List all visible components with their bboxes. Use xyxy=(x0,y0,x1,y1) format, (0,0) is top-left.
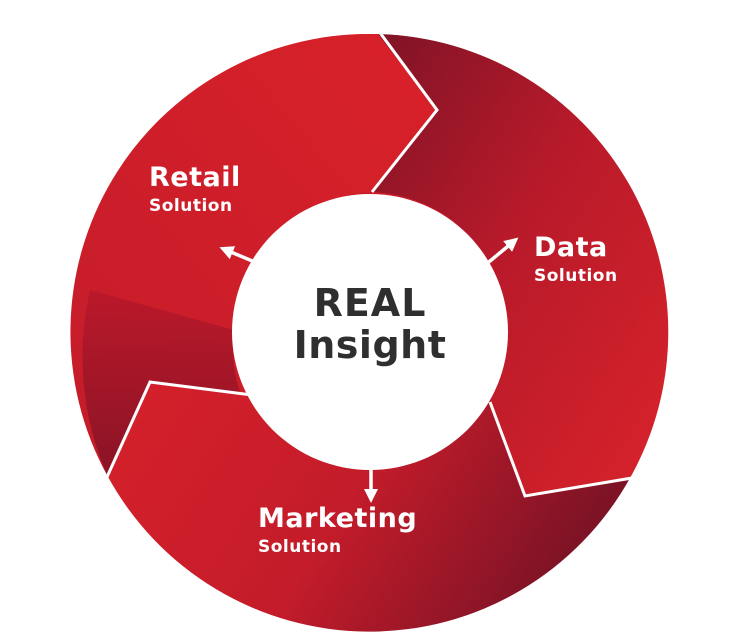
marketing-subtitle: Solution xyxy=(258,537,342,557)
center-title-line1: REAL xyxy=(313,281,427,325)
separator-left xyxy=(105,380,253,478)
center-title: REAL Insight xyxy=(250,284,490,364)
retail-title: Retail xyxy=(149,162,241,193)
double-arrow-icon xyxy=(219,246,281,274)
marketing-segment-label: Marketing Solution xyxy=(258,505,417,556)
segment-data xyxy=(372,34,669,496)
data-segment-label: Data Solution xyxy=(534,234,618,285)
data-title: Data xyxy=(534,232,608,263)
retail-subtitle: Solution xyxy=(149,196,233,216)
segment-marketing xyxy=(107,382,630,632)
double-arrow-icon xyxy=(466,237,519,281)
center-circle xyxy=(232,194,508,470)
separator-right xyxy=(488,401,633,498)
marketing-title: Marketing xyxy=(258,503,418,534)
separator-top xyxy=(370,29,439,193)
retail-segment-label: Retail Solution xyxy=(149,164,241,215)
data-subtitle: Solution xyxy=(534,266,618,286)
center-title-line2: Insight xyxy=(293,323,447,367)
